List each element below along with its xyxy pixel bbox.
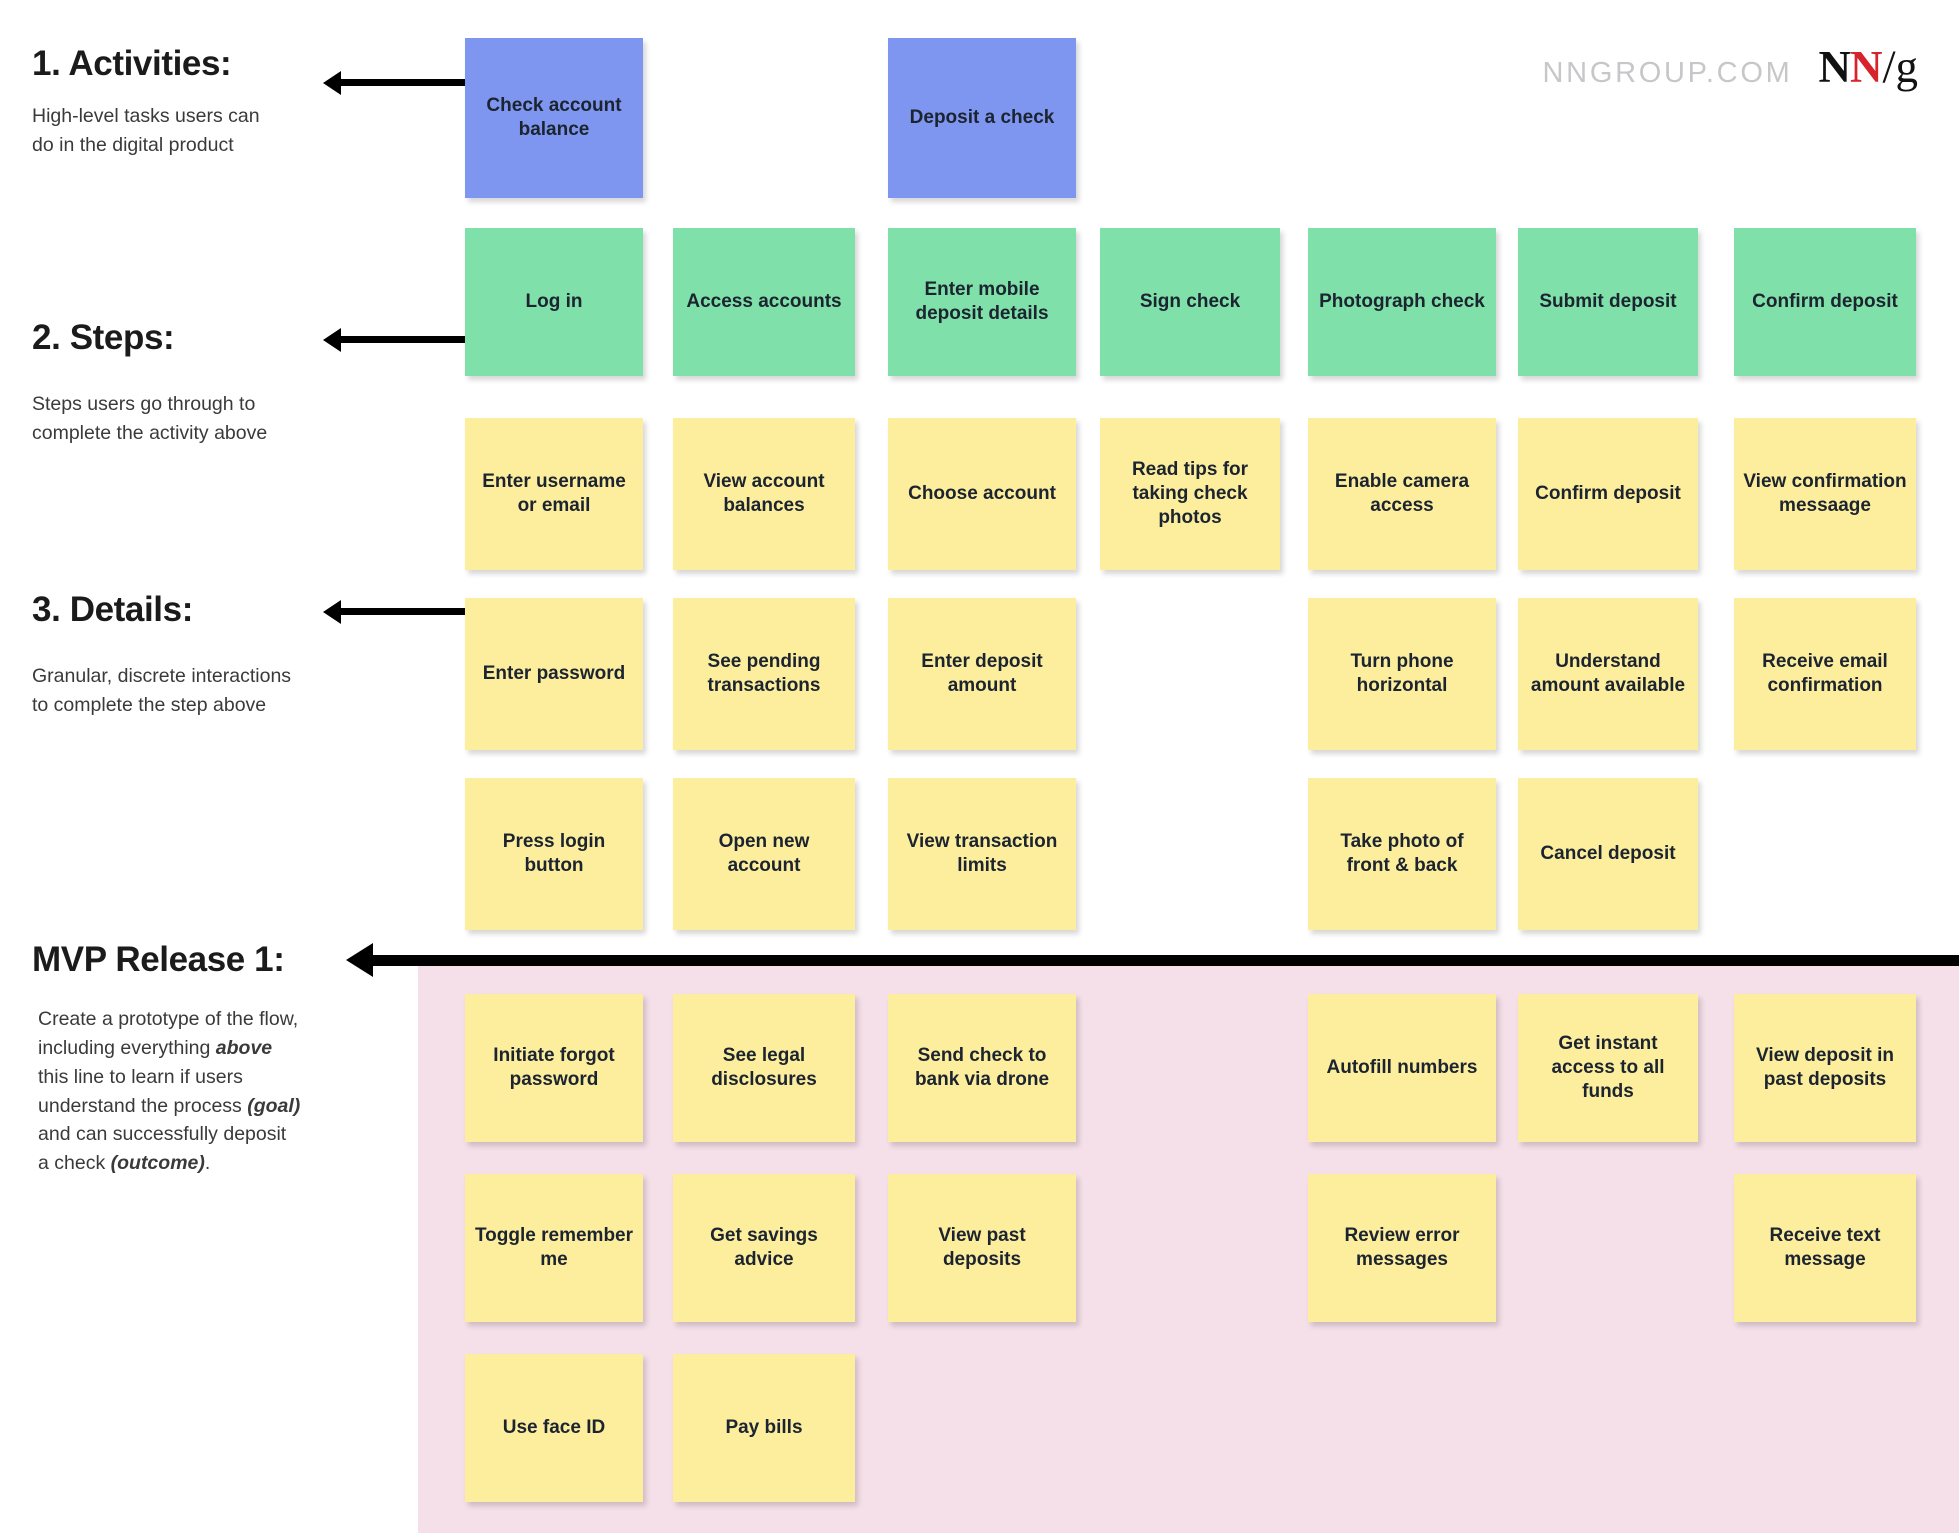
- detail-card[interactable]: Enter password: [465, 598, 643, 750]
- detail-card[interactable]: View account balances: [673, 418, 855, 570]
- backlog-card[interactable]: Get instant access to all funds: [1518, 994, 1698, 1142]
- mvp-divider-line: [346, 943, 1959, 977]
- mvp-desc-line6-text: a check: [38, 1152, 111, 1175]
- detail-card[interactable]: Confirm deposit: [1518, 418, 1698, 570]
- mvp-desc-line6-tail: .: [204, 1152, 211, 1175]
- legend-title-steps: 2. Steps:: [32, 318, 175, 357]
- detail-card[interactable]: Enable camera access: [1308, 418, 1496, 570]
- backlog-card[interactable]: Use face ID: [465, 1354, 643, 1502]
- arrow-to-details: [323, 599, 470, 624]
- backlog-card[interactable]: Initiate forgot password: [465, 994, 643, 1142]
- legend-desc-details-line1: Granular, discrete interactions: [32, 665, 292, 687]
- legend-desc-steps-line2: complete the activity above: [32, 421, 268, 444]
- mvp-desc-line4-text: understand the process: [38, 1094, 248, 1117]
- activity-card[interactable]: Deposit a check: [888, 38, 1076, 198]
- logo-letter-n2: N: [1849, 42, 1882, 92]
- mvp-release-band: [418, 966, 1959, 1533]
- mvp-release-description: Create a prototype of the flow, includin…: [38, 1005, 358, 1178]
- activity-card[interactable]: Check account balance: [465, 38, 643, 198]
- detail-card[interactable]: View transaction limits: [888, 778, 1076, 930]
- detail-card[interactable]: Enter deposit amount: [888, 598, 1076, 750]
- mvp-desc-emph-outcome: (outcome): [110, 1152, 205, 1175]
- nngroup-branding: NNGROUP.COM NN/g: [1542, 41, 1918, 93]
- legend-title-activities: 1. Activities:: [32, 44, 232, 83]
- legend-title-details: 3. Details:: [32, 590, 193, 629]
- brand-domain-text: NNGROUP.COM: [1542, 57, 1793, 89]
- step-card[interactable]: Enter mobile deposit details: [888, 228, 1076, 376]
- backlog-card[interactable]: Pay bills: [673, 1354, 855, 1502]
- backlog-card[interactable]: Receive text message: [1734, 1174, 1916, 1322]
- legend-desc-activities: High-level tasks users can do in the dig…: [32, 102, 362, 160]
- detail-card[interactable]: Understand amount available: [1518, 598, 1698, 750]
- nng-logo: NN/g: [1818, 41, 1918, 93]
- detail-card[interactable]: Take photo of front & back: [1308, 778, 1496, 930]
- legend-desc-details: Granular, discrete interactions to compl…: [32, 662, 362, 720]
- step-card[interactable]: Log in: [465, 228, 643, 376]
- arrow-to-activities: [323, 70, 470, 95]
- legend-desc-steps-line1: Steps users go through to: [32, 393, 256, 415]
- logo-slash: /: [1882, 41, 1895, 93]
- mvp-desc-line1: Create a prototype of the flow,: [38, 1008, 299, 1030]
- backlog-card[interactable]: Review error messages: [1308, 1174, 1496, 1322]
- detail-card[interactable]: Read tips for taking check photos: [1100, 418, 1280, 570]
- legend-desc-steps: Steps users go through to complete the a…: [32, 390, 362, 448]
- backlog-card[interactable]: View deposit in past deposits: [1734, 994, 1916, 1142]
- arrow-to-steps: [323, 327, 470, 352]
- step-card[interactable]: Confirm deposit: [1734, 228, 1916, 376]
- detail-card[interactable]: See pending transactions: [673, 598, 855, 750]
- mvp-desc-emph-above: above: [215, 1036, 273, 1059]
- detail-card[interactable]: Receive email confirmation: [1734, 598, 1916, 750]
- legend-desc-activities-line1: High-level tasks users can: [32, 105, 260, 127]
- mvp-desc-emph-goal: (goal): [247, 1094, 301, 1117]
- logo-letter-g: g: [1895, 42, 1918, 92]
- logo-letter-n1: N: [1818, 42, 1850, 92]
- step-card[interactable]: Sign check: [1100, 228, 1280, 376]
- detail-card[interactable]: Open new account: [673, 778, 855, 930]
- detail-card[interactable]: Choose account: [888, 418, 1076, 570]
- step-card[interactable]: Access accounts: [673, 228, 855, 376]
- detail-card[interactable]: View confirmation messaage: [1734, 418, 1916, 570]
- backlog-card[interactable]: Toggle remember me: [465, 1174, 643, 1322]
- mvp-desc-line6: a check (outcome).: [38, 1149, 358, 1178]
- backlog-card[interactable]: See legal disclosures: [673, 994, 855, 1142]
- legend-desc-activities-line2: do in the digital product: [32, 133, 234, 156]
- mvp-desc-line3: this line to learn if users: [38, 1065, 243, 1088]
- step-card[interactable]: Submit deposit: [1518, 228, 1698, 376]
- legend-desc-details-line2: to complete the step above: [32, 693, 267, 716]
- detail-card[interactable]: Cancel deposit: [1518, 778, 1698, 930]
- detail-card[interactable]: Press login button: [465, 778, 643, 930]
- mvp-desc-line2: including everything above: [38, 1034, 358, 1063]
- detail-card[interactable]: Turn phone horizontal: [1308, 598, 1496, 750]
- mvp-release-title: MVP Release 1:: [32, 940, 285, 979]
- backlog-card[interactable]: View past deposits: [888, 1174, 1076, 1322]
- backlog-card[interactable]: Send check to bank via drone: [888, 994, 1076, 1142]
- detail-card[interactable]: Enter username or email: [465, 418, 643, 570]
- mvp-desc-line4: understand the process (goal): [38, 1092, 358, 1121]
- step-card[interactable]: Photograph check: [1308, 228, 1496, 376]
- backlog-card[interactable]: Get savings advice: [673, 1174, 855, 1322]
- backlog-card[interactable]: Autofill numbers: [1308, 994, 1496, 1142]
- mvp-desc-line2-text: including everything: [38, 1036, 216, 1059]
- mvp-desc-line5: and can successfully deposit: [38, 1123, 287, 1146]
